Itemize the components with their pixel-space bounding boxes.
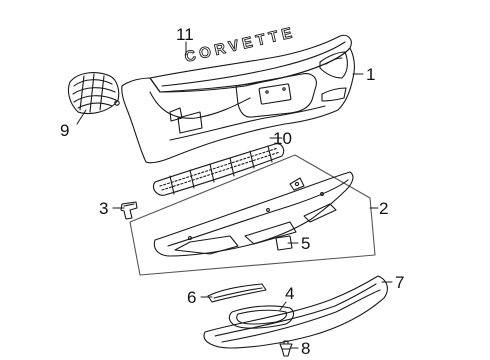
small-cover-part	[275, 235, 293, 251]
lower-trim-strip	[203, 275, 388, 349]
retainer-clip	[120, 201, 138, 220]
push-pin-fastener	[279, 340, 293, 357]
callout-5: 5	[301, 234, 311, 253]
seal-ring	[228, 305, 295, 329]
callout-10: 10	[273, 129, 292, 148]
callout-6: 6	[187, 288, 197, 307]
side-trim-piece	[207, 283, 267, 303]
callout-9: 9	[60, 121, 70, 140]
assembly-outline	[129, 154, 376, 276]
lower-diffuser-panel	[153, 171, 354, 257]
lower-mesh-grille	[152, 143, 285, 196]
rear-bumper-fascia	[121, 34, 355, 164]
callout-4: 4	[285, 284, 295, 303]
callout-1: 1	[366, 65, 376, 84]
callout-8: 8	[301, 339, 311, 358]
callout-2: 2	[379, 199, 389, 218]
leader-lines	[76, 41, 393, 349]
callout-7: 7	[395, 273, 405, 292]
left-grille-insert	[67, 72, 120, 115]
callout-3: 3	[99, 199, 109, 218]
emblem-lettering: CORVETTE	[183, 24, 297, 66]
callout-11: 11	[176, 25, 194, 44]
